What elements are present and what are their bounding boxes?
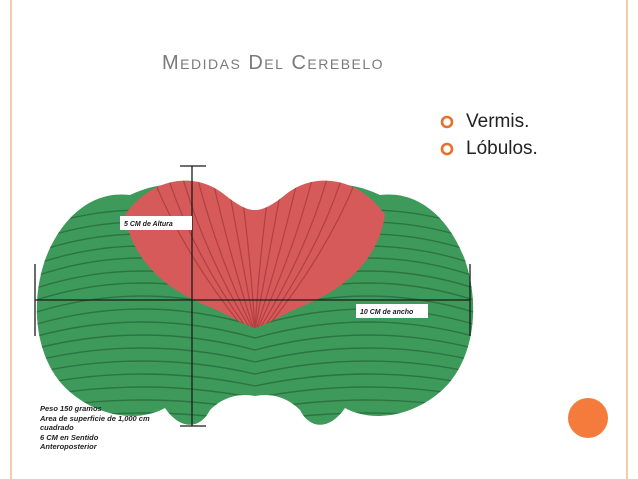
slide-border-right	[626, 0, 628, 479]
note-line: Peso 150 gramos	[40, 404, 102, 413]
note-line: 6 CM en Sentido	[40, 432, 99, 442]
svg-text:5 CM de Altura: 5 CM de Altura	[124, 221, 173, 228]
measurement-notes: Peso 150 gramos Area de superficie de 1,…	[40, 404, 210, 452]
note-line: Area de superficie de 1,000 cm	[40, 413, 150, 423]
bullet-label: Lóbulos.	[466, 137, 538, 159]
note-line: Anteroposterior	[40, 442, 97, 451]
ring-bullet-icon	[440, 142, 454, 155]
bullet-label: Vermis.	[466, 110, 530, 132]
ring-bullet-icon	[440, 115, 454, 128]
orange-circle-decoration	[568, 398, 608, 438]
svg-text:10 CM de ancho: 10 CM de ancho	[360, 309, 414, 316]
width-label: 10 CM de ancho	[356, 304, 428, 318]
bullet-item-lobulos: Lóbulos.	[440, 135, 538, 162]
slide-title: Medidas Del Cerebelo	[162, 52, 385, 74]
height-label: 5 CM de Altura	[120, 216, 192, 230]
slide-border-left	[10, 0, 12, 479]
measurement-lines	[34, 165, 471, 427]
note-line: cuadrado	[40, 423, 74, 432]
bullet-list: Vermis. Lóbulos.	[440, 108, 538, 162]
bullet-item-vermis: Vermis.	[440, 108, 538, 135]
cerebellum-illustration: 5 CM de Altura 10 CM de ancho	[34, 165, 474, 427]
